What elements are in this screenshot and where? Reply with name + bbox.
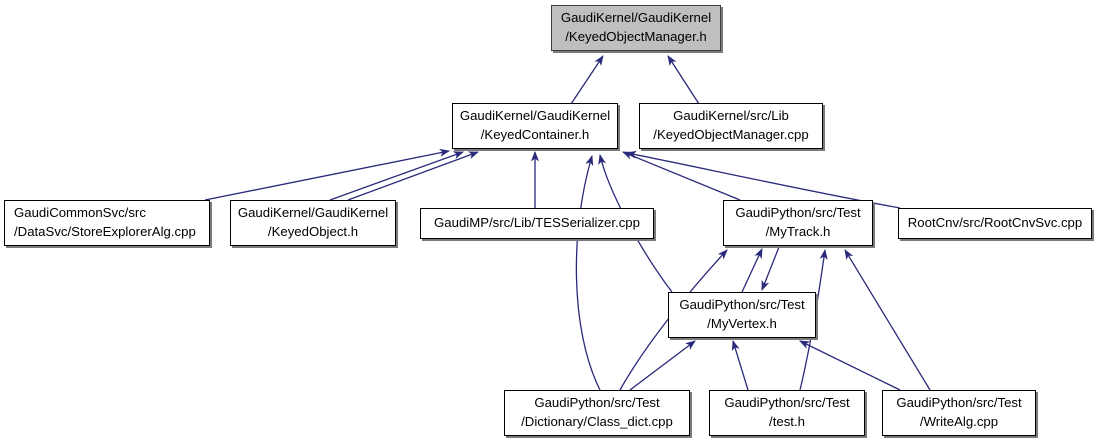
node-label-line: GaudiKernel/GaudiKernel — [237, 205, 389, 221]
edge-mytrack_h-to-keyedcontainer_h — [622, 151, 741, 201]
edge-test_h-to-myvertex_h — [731, 340, 749, 391]
edge-keyedcontainer_h-to-keyedobjectmanager_h — [570, 55, 604, 105]
edge-class_dict_cpp-to-keyedcontainer_h — [575, 155, 601, 391]
node-label-line: GaudiPython/src/Test — [735, 205, 861, 221]
node-label-line: /MyTrack.h — [765, 224, 831, 239]
node-tesserializer_cpp[interactable]: GaudiMP/src/Lib/TESSerializer.cpp — [420, 208, 654, 239]
node-label-line: /KeyedObjectManager.h — [565, 29, 707, 44]
node-label-line: RootCnv/src/RootCnvSvc.cpp — [907, 215, 1083, 231]
node-label-line: /WriteAlg.cpp — [919, 414, 999, 429]
node-label-line: GaudiKernel/GaudiKernel — [459, 108, 611, 124]
node-test_h[interactable]: GaudiPython/src/Test/test.h — [709, 390, 865, 436]
node-label-line: GaudiCommonSvc/src — [14, 205, 146, 221]
node-keyedobjectmanager_h[interactable]: GaudiKernel/GaudiKernel/KeyedObjectManag… — [551, 5, 721, 51]
node-label-line: /KeyedContainer.h — [480, 127, 590, 142]
node-label-line: /test.h — [769, 414, 805, 429]
node-label-line: GaudiKernel/src/Lib — [673, 108, 789, 124]
edge-writealg_cpp-to-mytrack_h — [844, 249, 931, 391]
node-label-line: GaudiPython/src/Test — [896, 395, 1022, 411]
node-storeexploreralg_cpp[interactable]: GaudiCommonSvc/src/DataSvc/StoreExplorer… — [4, 200, 210, 246]
node-writealg_cpp[interactable]: GaudiPython/src/Test/WriteAlg.cpp — [882, 390, 1036, 436]
node-class_dict_cpp[interactable]: GaudiPython/src/Test/Dictionary/Class_di… — [504, 390, 690, 436]
node-label-line: GaudiPython/src/Test — [679, 297, 805, 313]
node-label-line: /KeyedObject.h — [267, 224, 359, 239]
node-rootcnvsvc_cpp[interactable]: RootCnv/src/RootCnvSvc.cpp — [898, 208, 1092, 239]
node-label-line: /MyVertex.h — [707, 316, 777, 331]
node-keyedobjectmanager_cpp[interactable]: GaudiKernel/src/Lib/KeyedObjectManager.c… — [639, 103, 823, 149]
node-label-line: /DataSvc/StoreExplorerAlg.cpp — [14, 224, 196, 239]
edge-keyedobjectmanager_cpp-to-keyedobjectmanager_h — [667, 55, 700, 105]
node-keyedobject_h[interactable]: GaudiKernel/GaudiKernel/KeyedObject.h — [230, 200, 396, 246]
edge-storeexploreralg_cpp-to-keyedcontainer_h — [204, 148, 451, 201]
edge-mytrack_h-to-myvertex_h — [761, 246, 780, 291]
node-label-line: GaudiPython/src/Test — [534, 395, 660, 411]
node-keyedcontainer_h[interactable]: GaudiKernel/GaudiKernel/KeyedContainer.h — [452, 103, 618, 149]
edge-writealg_cpp-to-myvertex_h — [799, 340, 901, 391]
node-label-line: GaudiMP/src/Lib/TESSerializer.cpp — [434, 215, 640, 231]
edge-keyedobject_h-to-keyedcontainer_h — [329, 151, 464, 201]
node-mytrack_h[interactable]: GaudiPython/src/Test/MyTrack.h — [723, 200, 873, 246]
edge-class_dict_cpp-to-myvertex_h — [629, 340, 696, 391]
node-label-line: /Dictionary/Class_dict.cpp — [521, 414, 673, 429]
edge-keyedobject_h-to-keyedcontainer_h — [347, 151, 479, 201]
node-label-line: GaudiKernel/GaudiKernel — [560, 10, 712, 26]
edge-myvertex_h-to-mytrack_h — [741, 248, 763, 293]
node-label-line: GaudiPython/src/Test — [724, 395, 850, 411]
node-label-line: /KeyedObjectManager.cpp — [653, 127, 809, 142]
node-myvertex_h[interactable]: GaudiPython/src/Test/MyVertex.h — [668, 292, 816, 338]
